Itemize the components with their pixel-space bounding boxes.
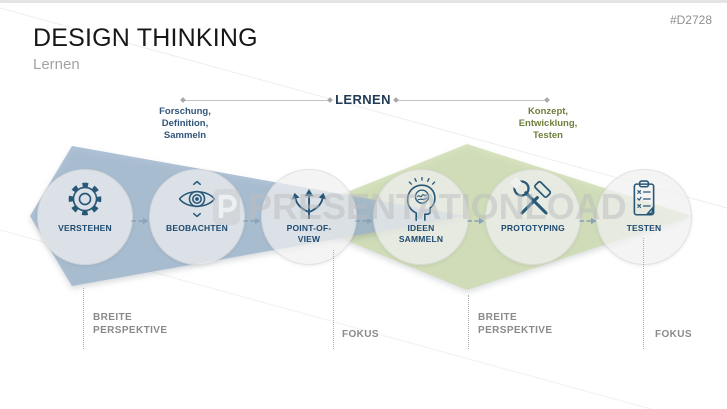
right-arrow-icon: [467, 212, 485, 230]
bottom-label-line: FOKUS: [342, 329, 379, 340]
lernen-axis-line-left: [183, 100, 330, 101]
step-circle-point-of--view: POINT-OF-VIEW: [261, 169, 357, 265]
phase-label-concept: Konzept,Entwicklung,Testen: [478, 106, 618, 142]
clipboard-icon: [623, 177, 665, 226]
phase-label-research: Forschung,Definition,Sammeln: [115, 106, 255, 142]
dotted-marker-line: [468, 295, 469, 349]
step-label-line: BEOBACHTEN: [166, 223, 228, 233]
step-circle-prototyping: PROTOTYPING: [485, 169, 581, 265]
bottom-label-fokus: FOKUS: [342, 328, 379, 341]
page-subtitle: Lernen: [33, 56, 80, 73]
right-arrow-icon: [243, 212, 261, 230]
step-label: PROTOTYPING: [476, 223, 590, 234]
phase-label-line: Entwicklung,: [518, 118, 578, 129]
tools-icon: [509, 176, 556, 228]
phase-label-line: Konzept,: [527, 106, 569, 117]
step-circle-beobachten: BEOBACHTEN: [149, 169, 245, 265]
step-label-line: IDEEN: [407, 223, 435, 233]
blue-diamond-shape: [30, 146, 465, 286]
top-accent-bar: [0, 0, 727, 3]
right-arrow-icon: [355, 212, 373, 230]
phase-label-line: Sammeln: [163, 130, 207, 141]
step-label: VERSTEHEN: [28, 223, 142, 234]
bottom-label-line: PERSPEKTIVE: [93, 325, 168, 336]
bottom-label-line: BREITE: [93, 312, 133, 323]
step-label-line: VIEW: [297, 234, 321, 244]
dotted-marker-line: [333, 250, 334, 349]
step-label-line: POINT-OF-: [286, 223, 332, 233]
step-label-line: TESTEN: [626, 223, 662, 233]
step-circle-testen: TESTEN: [596, 169, 692, 265]
right-arrow-icon: [131, 212, 149, 230]
step-label: TESTEN: [587, 223, 701, 234]
step-label: BEOBACHTEN: [140, 223, 254, 234]
bottom-label-breite-perspektive: BREITE PERSPEKTIVE: [93, 311, 167, 337]
head-brain-icon: [398, 176, 444, 228]
step-label-line: VERSTEHEN: [58, 223, 112, 233]
right-arrow-icon: [579, 212, 597, 230]
step-label: POINT-OF-VIEW: [252, 223, 366, 245]
step-label-line: PROTOTYPING: [501, 223, 565, 233]
bottom-label-fokus: FOKUS: [655, 328, 692, 341]
dotted-marker-line: [83, 288, 84, 349]
template-code: #D2728: [669, 13, 712, 27]
phase-label-line: Testen: [533, 130, 563, 141]
phase-label-line: Forschung,: [159, 106, 211, 117]
bottom-label-breite-perspektive: BREITE PERSPEKTIVE: [478, 311, 552, 337]
step-label-line: SAMMELN: [398, 234, 444, 244]
bottom-label-line: FOKUS: [655, 329, 692, 340]
page-title: DESIGN THINKING: [33, 24, 258, 52]
eye-icon: [174, 177, 220, 226]
bottom-label-line: BREITE: [478, 312, 518, 323]
lernen-axis-line-right: [396, 100, 547, 101]
dotted-marker-line: [643, 238, 644, 349]
gear-icon: [63, 177, 107, 226]
phase-label-line: Definition,: [161, 118, 209, 129]
bottom-label-line: PERSPEKTIVE: [478, 325, 553, 336]
branching-arrows-icon: [286, 177, 332, 228]
lernen-axis-label: LERNEN: [335, 92, 391, 107]
step-circle-verstehen: VERSTEHEN: [37, 169, 133, 265]
